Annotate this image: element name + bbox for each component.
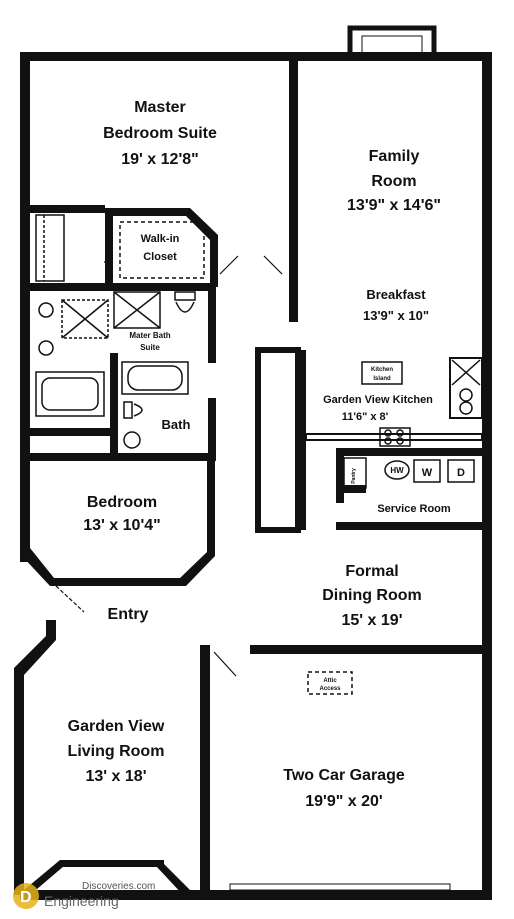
dining-name-2: Dining Room bbox=[322, 587, 422, 604]
mater-bath-name-1: Mater Bath bbox=[129, 331, 170, 340]
family-name-1: Family bbox=[369, 148, 420, 165]
breakfast-name: Breakfast bbox=[366, 287, 426, 302]
walls bbox=[14, 25, 492, 900]
master-dims: 19' x 12'8" bbox=[121, 151, 198, 168]
living-name-1: Garden View bbox=[68, 718, 165, 735]
master-name-2: Bedroom Suite bbox=[103, 125, 217, 142]
pantry-label: Pantry bbox=[351, 468, 357, 484]
entry-name: Entry bbox=[108, 606, 149, 623]
living-name-2: Living Room bbox=[68, 743, 165, 760]
service-room-name: Service Room bbox=[377, 503, 451, 515]
kitchen-dims: 11'6" x 8' bbox=[342, 411, 389, 423]
hw-label: HW bbox=[390, 466, 404, 475]
watermark-logo-letter: D bbox=[20, 889, 32, 906]
kitchen-name: Garden View Kitchen bbox=[323, 394, 433, 406]
doors bbox=[55, 255, 283, 677]
dining-name-1: Formal bbox=[345, 563, 398, 580]
watermark-logo-icon bbox=[13, 883, 39, 909]
attic-name-1: Attic bbox=[323, 678, 337, 684]
breakfast-dims: 13'9" x 10" bbox=[363, 308, 429, 323]
walkin-name-2: Closet bbox=[143, 251, 177, 263]
bedroom-dims: 13' x 10'4" bbox=[83, 517, 160, 534]
family-name-2: Room bbox=[371, 173, 416, 190]
watermark: D Discoveries.com Engineering bbox=[13, 881, 155, 909]
bath-name: Bath bbox=[162, 417, 191, 432]
living-dims: 13' x 18' bbox=[86, 768, 147, 785]
watermark-line-1: Discoveries.com bbox=[82, 881, 155, 892]
master-name-1: Master bbox=[134, 99, 186, 116]
w-label: W bbox=[422, 467, 433, 479]
watermark-line-2: Engineering bbox=[44, 893, 119, 909]
bedroom-name: Bedroom bbox=[87, 494, 157, 511]
mater-bath-name-2: Suite bbox=[140, 343, 160, 352]
garage-dims: 19'9" x 20' bbox=[305, 793, 382, 810]
labels: Master Bedroom Suite 19' x 12'8" Walk-in… bbox=[68, 99, 465, 810]
dining-dims: 15' x 19' bbox=[342, 612, 403, 629]
fixtures bbox=[35, 214, 481, 695]
kitchen-island-name-1: Kitchen bbox=[371, 367, 393, 373]
garage-name: Two Car Garage bbox=[283, 767, 405, 784]
kitchen-island-name-2: Island bbox=[373, 376, 391, 382]
walkin-name-1: Walk-in bbox=[141, 233, 180, 245]
attic-name-2: Access bbox=[319, 686, 341, 692]
d-label: D bbox=[457, 467, 465, 479]
family-dims: 13'9" x 14'6" bbox=[347, 197, 441, 214]
